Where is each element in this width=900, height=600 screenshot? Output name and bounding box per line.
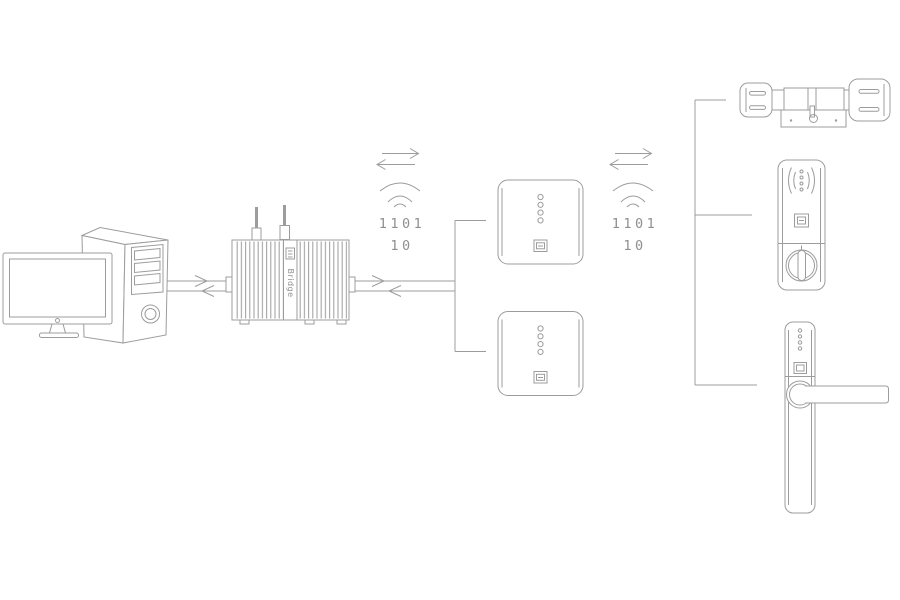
- drive-bay: [134, 247, 161, 261]
- brand-logo: [794, 213, 809, 228]
- drive-bay: [134, 272, 161, 286]
- brand-logo: [793, 362, 807, 374]
- wire-bridge-to-repeaters: [355, 220, 486, 352]
- binary-text: 1101: [612, 216, 659, 232]
- drive-bay-panel: [131, 243, 164, 296]
- euro-cylinder-lock: [739, 78, 891, 128]
- led-dot: [797, 334, 803, 339]
- binary-text: 10: [623, 238, 646, 254]
- knob-left: [739, 82, 773, 118]
- power-button-inner: [144, 308, 157, 320]
- wireless-link-2: 1101 10: [609, 148, 659, 254]
- lock-plate: [784, 321, 816, 514]
- bridge-label: Bridge: [286, 268, 295, 297]
- screw-dot: [834, 119, 838, 122]
- computer-monitor: [2, 252, 113, 338]
- tower-front-face: [122, 239, 169, 344]
- knob-slot: [749, 105, 766, 110]
- desktop-computer: [2, 226, 169, 344]
- arrow-right-icon: [371, 275, 386, 287]
- led-dot: [797, 340, 803, 345]
- repeater-2: [497, 311, 584, 396]
- port-stub: [225, 276, 233, 293]
- cylinder-neck: [771, 89, 785, 111]
- antenna-connector: [279, 225, 290, 240]
- knob-slot: [858, 89, 880, 94]
- brand-logo: [285, 247, 295, 260]
- power-button: [141, 304, 160, 324]
- binary-text: 1101: [379, 216, 426, 232]
- foot: [239, 319, 250, 325]
- knob-slot: [858, 107, 880, 112]
- monitor-stand-neck: [48, 323, 67, 334]
- wireless-link-1: 1101 10: [376, 148, 426, 254]
- rfid-reader-icon: [788, 167, 815, 194]
- fixing-screw: [809, 114, 818, 123]
- antenna-connector: [251, 227, 262, 241]
- arrow-left-icon: [200, 285, 215, 297]
- monitor-stand-base: [39, 332, 79, 338]
- bridge-gateway: Bridge: [225, 205, 356, 325]
- drive-bay: [134, 260, 161, 274]
- knob-slot: [749, 91, 766, 96]
- repeater-1: [497, 179, 584, 265]
- lever-handle: [805, 385, 889, 404]
- arrow-left-icon: [387, 285, 402, 297]
- led-dot: [797, 328, 803, 333]
- binary-text: 10: [390, 238, 413, 254]
- monitor-screen: [9, 258, 106, 318]
- wire-repeaters-to-locks: [694, 99, 757, 386]
- arrow-right-icon: [194, 275, 209, 287]
- cylinder-neck: [843, 89, 850, 111]
- reader-cylinder-lock: [777, 159, 826, 291]
- foot: [336, 319, 347, 325]
- led-dot: [797, 346, 803, 351]
- screw-dot: [789, 119, 793, 122]
- heatsink-fins: [235, 241, 284, 319]
- monitor-indicator: [55, 318, 60, 323]
- handle-door-lock: [784, 321, 889, 514]
- thumb-turn-knob: [785, 245, 818, 282]
- keyway-slot: [809, 105, 815, 118]
- foot: [304, 319, 315, 325]
- heatsink-fins: [297, 241, 347, 319]
- port-stub: [348, 276, 356, 293]
- bridge-label-panel: [283, 239, 298, 321]
- wire-computer-to-bridge: [167, 275, 226, 297]
